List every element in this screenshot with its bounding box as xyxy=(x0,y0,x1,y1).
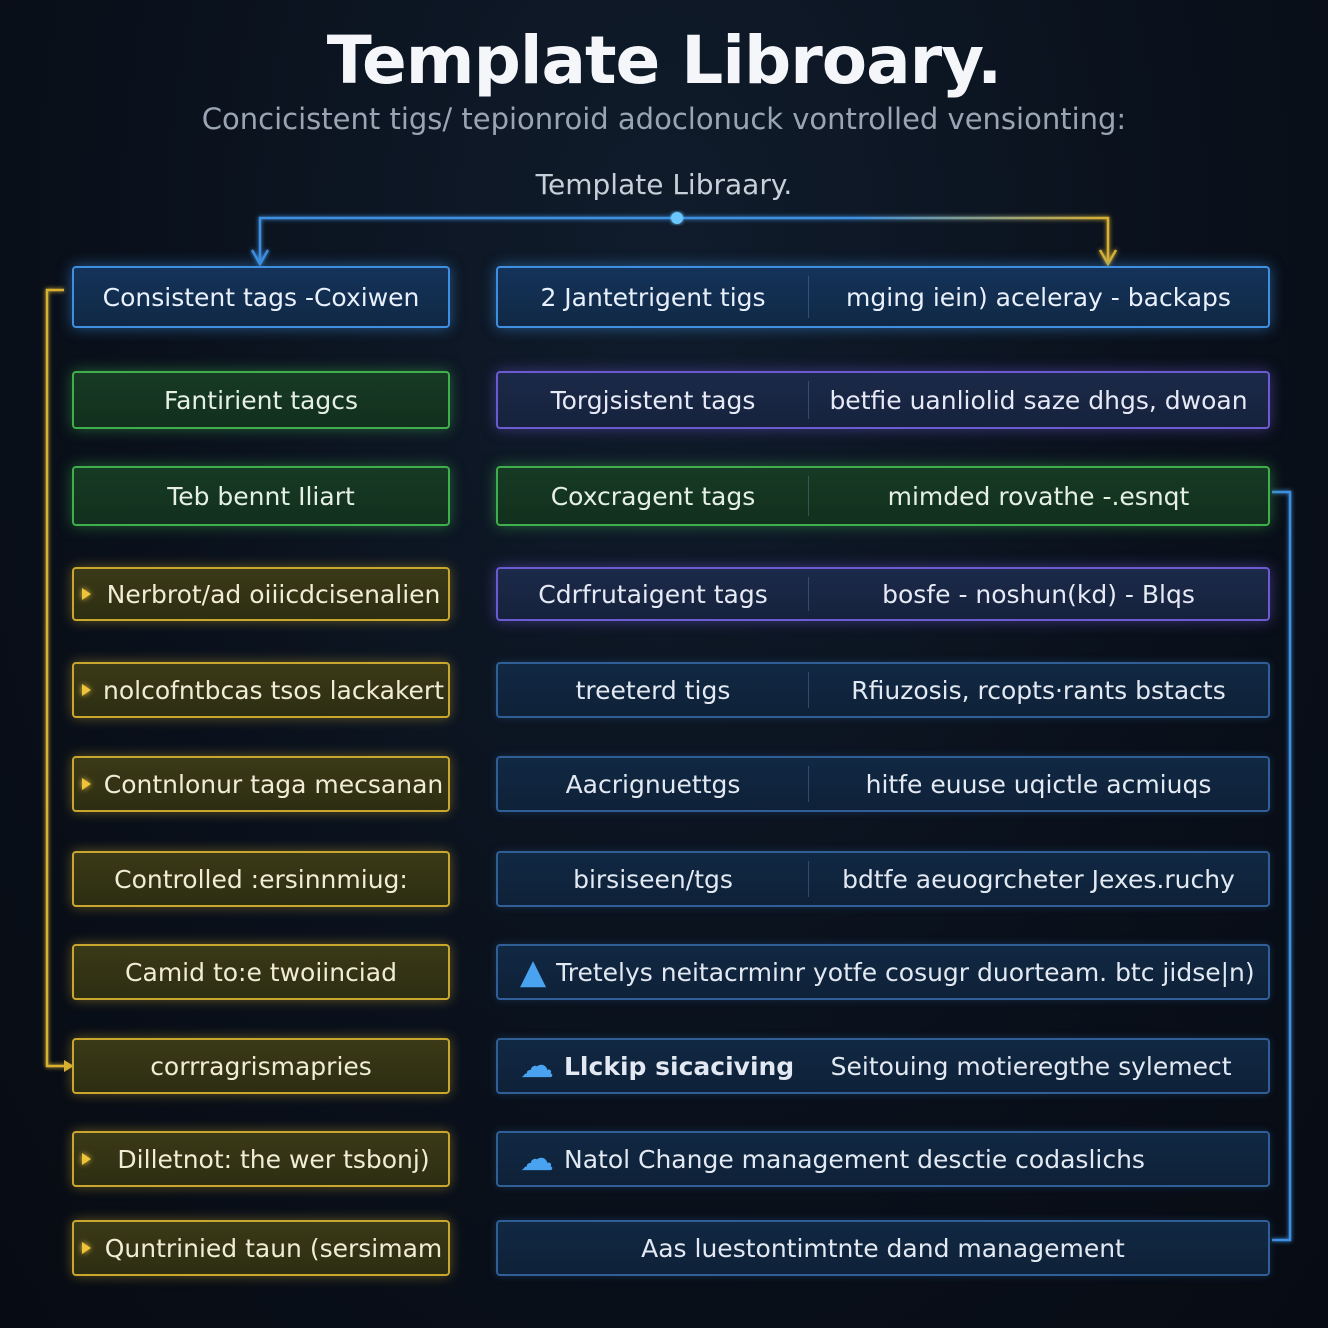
right-arrow-head xyxy=(1098,249,1118,267)
arrow-right-icon xyxy=(82,684,91,696)
left-node[interactable]: corrragrismapries xyxy=(72,1038,450,1094)
right-node-description: hitfe euuse uqictle acmiuqs xyxy=(865,769,1212,799)
left-bracket-line xyxy=(45,288,66,1068)
left-node-label: Consistent tags -Coxiwen xyxy=(102,282,420,312)
page-subtitle: Concicistent tigs/ tepionroid adoclonuck… xyxy=(201,102,1127,136)
left-arrow-head xyxy=(250,249,270,267)
right-icon-node-text: Natol Change management desctie codaslic… xyxy=(564,1144,1145,1174)
left-node[interactable]: Dilletnot: the wer tsbonj) xyxy=(72,1131,450,1187)
left-node[interactable]: Nerbrot/ad oiiicdcisenalien xyxy=(72,567,450,621)
right-node-description: mging iein) aceleray - backaps xyxy=(846,282,1231,312)
cell-divider xyxy=(808,577,809,611)
cell-divider xyxy=(808,766,809,802)
root-node-label: Template Libraary. xyxy=(535,168,793,201)
left-node-label: Dilletnot: the wer tsbonj) xyxy=(117,1144,430,1174)
left-node[interactable]: Camid to:e twoiinciad xyxy=(72,944,450,1000)
arrow-right-icon xyxy=(82,778,91,790)
right-node-description: bdtfe aeuogrcheter Jexes.ruchy xyxy=(842,864,1235,894)
right-icon-node-label: Llckip sicaciving xyxy=(564,1051,795,1081)
root-branch-line xyxy=(258,216,1110,262)
right-node[interactable]: Cdrfrutaigent tags bosfe - noshun(kd) - B… xyxy=(496,567,1270,621)
warning-triangle-icon: ▲ xyxy=(520,952,547,992)
left-node-label: Teb bennt Iliart xyxy=(167,481,355,511)
right-node[interactable]: treeterd tigs Rfiuzosis, rcopts·rants bst… xyxy=(496,662,1270,718)
left-node-label: Contnlonur taga mecsanan xyxy=(103,769,444,799)
right-node-description: betfie uanliolid saze dhgs, dwoan xyxy=(829,385,1248,415)
left-node-label: nolcofntbcas tsos lackakert xyxy=(103,675,444,705)
left-node[interactable]: Quntrinied taun (sersimam xyxy=(72,1220,450,1276)
right-icon-node[interactable]: ☁ Llckip sicaciving Seitouing motieregthe … xyxy=(496,1038,1270,1094)
right-node-tag-label: Aacrignuettgs xyxy=(565,769,741,799)
right-icon-node[interactable]: ▲ Tretelys neitacrminr yotfe cosugr duort… xyxy=(496,944,1270,1000)
arrow-right-icon xyxy=(82,1242,91,1254)
right-last-node-text: Aas luestontimtnte dand management xyxy=(641,1233,1125,1263)
cell-divider xyxy=(808,861,809,897)
right-node[interactable]: Aacrignuettgs hitfe euuse uqictle acmiuqs xyxy=(496,756,1270,812)
root-node-dot xyxy=(671,212,683,224)
left-node[interactable]: Fantirient tagcs xyxy=(72,371,450,429)
right-bracket-line xyxy=(1272,490,1292,1242)
cell-divider xyxy=(808,381,809,419)
right-node-description: mimded rovathe -.esnqt xyxy=(887,481,1190,511)
right-node[interactable]: Coxcragent tags mimded rovathe -.esnqt xyxy=(496,466,1270,526)
page-title: Template Libroary. xyxy=(326,22,1002,99)
right-icon-node-description: Seitouing motieregthe sylemect xyxy=(830,1051,1232,1081)
left-node-label: Camid to:e twoiinciad xyxy=(125,957,397,987)
right-node-tag-label: treeterd tigs xyxy=(575,675,731,705)
right-node-tag-label: birsiseen/tgs xyxy=(573,864,733,894)
right-node[interactable]: 2 Jantetrigent tigs mging iein) aceleray … xyxy=(496,266,1270,328)
left-node[interactable]: nolcofntbcas tsos lackakert xyxy=(72,662,450,718)
left-node-label: Fantirient tagcs xyxy=(164,385,358,415)
left-node[interactable]: Consistent tags -Coxiwen xyxy=(72,266,450,328)
right-node-description: Rfiuzosis, rcopts·rants bstacts xyxy=(851,675,1226,705)
right-node-description: bosfe - noshun(kd) - Blqs xyxy=(882,579,1195,609)
right-icon-node[interactable]: ☁ Natol Change management desctie codasli… xyxy=(496,1131,1270,1187)
right-last-node[interactable]: Aas luestontimtnte dand management xyxy=(496,1220,1270,1276)
right-node[interactable]: Torgjsistent tags betfie uanliolid saze d… xyxy=(496,371,1270,429)
left-node-label: Quntrinied taun (sersimam xyxy=(104,1233,443,1263)
left-node[interactable]: Contnlonur taga mecsanan xyxy=(72,756,450,812)
left-node-label: Controlled :ersinnmiug: xyxy=(114,864,408,894)
cloud-network-icon: ☁ xyxy=(520,1139,554,1179)
cell-divider xyxy=(808,672,809,708)
left-node-label: Nerbrot/ad oiiicdcisenalien xyxy=(106,579,441,609)
right-node-tag-label: Cdrfrutaigent tags xyxy=(538,579,768,609)
right-node[interactable]: birsiseen/tgs bdtfe aeuogrcheter Jexes.ru… xyxy=(496,851,1270,907)
cell-divider xyxy=(808,476,809,516)
right-icon-node-text: Tretelys neitacrminr yotfe cosugr duorte… xyxy=(556,957,1255,987)
left-node[interactable]: Controlled :ersinnmiug: xyxy=(72,851,450,907)
cloud-sync-icon: ☁ xyxy=(520,1046,554,1086)
arrow-right-icon xyxy=(82,1153,91,1165)
cell-divider xyxy=(808,276,809,318)
right-node-tag-label: Torgjsistent tags xyxy=(550,385,756,415)
left-node[interactable]: Teb bennt Iliart xyxy=(72,466,450,526)
left-node-label: corrragrismapries xyxy=(150,1051,372,1081)
right-node-tag-label: 2 Jantetrigent tigs xyxy=(540,282,766,312)
arrow-right-icon xyxy=(82,588,91,600)
right-node-tag-label: Coxcragent tags xyxy=(550,481,756,511)
